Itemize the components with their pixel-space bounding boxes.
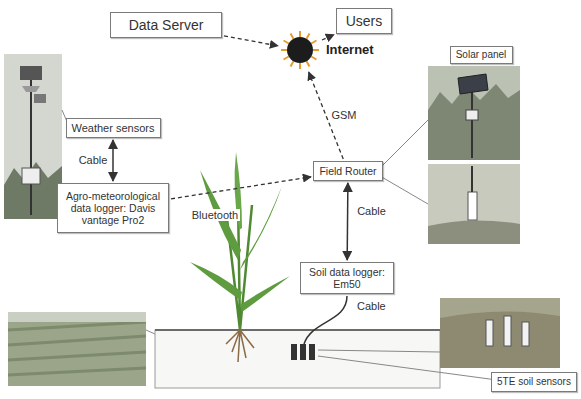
- station-logger: [22, 168, 40, 184]
- field-rows: [8, 322, 146, 375]
- logger-box: Soil data logger: Em50: [300, 262, 394, 294]
- leader-line: [146, 330, 155, 334]
- sun-ray: [299, 31, 301, 37]
- sun-ray: [311, 57, 316, 60]
- internet-sun: Internet: [280, 30, 320, 70]
- node-text: Agro-meteorological data logger: Davis v…: [62, 190, 164, 226]
- cable-link: [346, 183, 348, 260]
- weather-station-photo: [4, 54, 62, 219]
- sun-ray: [307, 34, 310, 39]
- rain-gauge: [22, 86, 40, 92]
- plant-roots: [226, 330, 254, 362]
- sun-ray: [291, 61, 294, 66]
- sensor-probe: [309, 344, 315, 360]
- sun-ray: [291, 34, 294, 39]
- node-text: Solar panel: [456, 49, 507, 61]
- router-box: Field Router: [313, 161, 383, 181]
- node-heading: Internet: [326, 43, 374, 58]
- photo-soil: [440, 298, 560, 368]
- sun-icon: [280, 30, 320, 70]
- photo-trees: [428, 84, 520, 160]
- sensor-probe: [300, 344, 306, 360]
- node-text: Field Router: [319, 165, 376, 177]
- sensor-stick: [504, 316, 511, 346]
- node-text: 5TE soil sensors: [497, 376, 571, 388]
- router-case: [466, 110, 478, 120]
- leader-line: [380, 176, 428, 204]
- photo-trees: [4, 162, 62, 219]
- sensor-photo: [440, 298, 560, 368]
- photo-ground: [428, 164, 520, 244]
- leader-line: [318, 350, 440, 352]
- sensor-stick: [522, 322, 529, 346]
- panel-pole: [471, 84, 473, 158]
- photo-ground: [428, 66, 520, 160]
- edge-label: Cable: [355, 205, 388, 217]
- wireless-link: [171, 177, 311, 199]
- photo-grass: [440, 298, 560, 318]
- photo-ground: [4, 54, 62, 219]
- node-text: Users: [346, 13, 383, 29]
- field-photo: [8, 312, 146, 386]
- plant-leaf: [240, 186, 282, 270]
- station-sensor: [34, 94, 46, 103]
- router-pole: [471, 166, 473, 192]
- sensor-cable: [304, 296, 347, 344]
- sun-ray: [299, 63, 301, 69]
- soil-block: [155, 330, 440, 388]
- sun-ray: [281, 49, 287, 51]
- soil-sensors: [291, 344, 315, 360]
- users-box: Users: [336, 8, 392, 34]
- sun-ray: [284, 57, 289, 60]
- callout-box: 5TE soil sensors: [491, 372, 577, 392]
- sun-ray: [284, 41, 289, 44]
- logger-box: Agro-meteorological data logger: Davis v…: [57, 183, 169, 233]
- edge-label: GSM: [329, 109, 358, 121]
- plant-leaf: [190, 262, 242, 300]
- cable-link: [112, 140, 114, 181]
- wireless-link: [322, 35, 334, 40]
- soil-profile: [155, 330, 440, 388]
- router-photo: [428, 164, 520, 244]
- plant-leaf: [240, 276, 290, 312]
- node-text: Weather sensors: [72, 122, 155, 135]
- server-box: Data Server: [110, 12, 222, 38]
- sun-ray: [313, 49, 319, 51]
- rice-plant: [190, 152, 290, 362]
- leader-line: [380, 120, 428, 168]
- router-tube: [468, 192, 477, 220]
- node-text: Data Server: [129, 17, 204, 33]
- wireless-link: [224, 36, 278, 46]
- station-sensor: [20, 66, 42, 80]
- sensor-probe: [291, 344, 297, 360]
- soil-surface: [155, 329, 440, 331]
- solar-panel-photo: [428, 66, 520, 160]
- photo-sky: [8, 312, 146, 322]
- edge-label: Cable: [77, 154, 110, 166]
- cable-label: Cable: [355, 300, 388, 312]
- callout-box: Solar panel: [450, 46, 513, 64]
- globe-disc: [287, 37, 313, 63]
- leader-line: [318, 356, 497, 380]
- photo-soil: [428, 220, 520, 244]
- solar-panel: [458, 74, 488, 94]
- sun-ray: [307, 61, 310, 66]
- photo-field: [8, 312, 146, 386]
- edge-label: Bluetooth: [190, 209, 240, 221]
- sun-ray: [311, 41, 316, 44]
- sensor-box: Weather sensors: [66, 118, 161, 138]
- sensor-stick: [486, 320, 493, 346]
- node-text: Soil data logger: Em50: [305, 266, 389, 290]
